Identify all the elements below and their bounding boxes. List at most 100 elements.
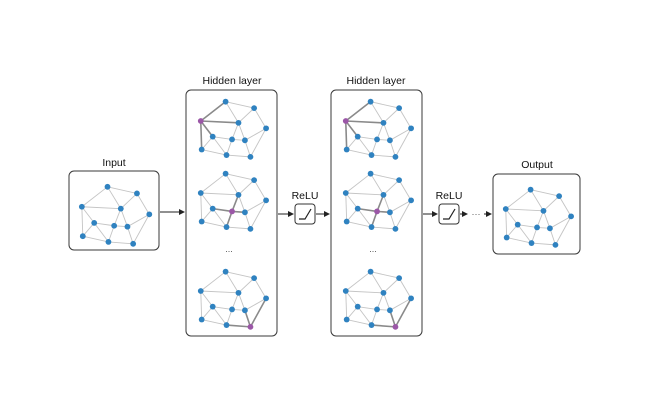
hidden-layer-1-graph-2 bbox=[197, 170, 269, 232]
graph-edge bbox=[225, 101, 255, 109]
graph-edge bbox=[200, 271, 226, 292]
graph-edge bbox=[357, 306, 372, 326]
graph-edge bbox=[201, 149, 227, 156]
graph-edge bbox=[383, 292, 391, 311]
graph-node bbox=[503, 234, 510, 241]
relu-1-label: ReLU bbox=[292, 190, 319, 202]
graph-edge bbox=[357, 306, 378, 310]
graph-node bbox=[222, 170, 229, 177]
graph-node bbox=[396, 275, 403, 282]
graph-node bbox=[392, 225, 399, 232]
graph-node bbox=[354, 205, 361, 212]
graph-node bbox=[380, 119, 387, 126]
graph-node bbox=[117, 205, 124, 212]
graph-edge bbox=[212, 136, 227, 156]
graph-edge bbox=[345, 271, 371, 292]
graph-edge bbox=[383, 277, 400, 294]
graph-edge bbox=[81, 206, 84, 237]
graph-edge bbox=[200, 290, 203, 320]
graph-node bbox=[534, 224, 540, 231]
graph-edge bbox=[505, 208, 519, 225]
highlighted-node bbox=[374, 208, 380, 215]
graph-node bbox=[354, 133, 361, 140]
graph-edge bbox=[231, 292, 239, 310]
graph-node bbox=[263, 125, 269, 132]
graph-node bbox=[342, 190, 349, 196]
graph-node bbox=[209, 133, 216, 140]
graph-node bbox=[342, 288, 349, 294]
graph-edge bbox=[376, 292, 384, 310]
graph-edge bbox=[113, 208, 122, 226]
graph-edge bbox=[345, 192, 384, 196]
graph-edge bbox=[506, 237, 532, 244]
graph-node bbox=[251, 105, 258, 112]
highlighted-edge bbox=[357, 207, 378, 213]
graph-node bbox=[197, 288, 204, 294]
graph-edge bbox=[530, 189, 560, 197]
graph-node bbox=[198, 218, 205, 225]
graph-edge bbox=[200, 290, 239, 294]
graph-edge bbox=[253, 277, 267, 299]
graph-edge bbox=[226, 154, 251, 158]
graph-node bbox=[368, 152, 375, 158]
graph-edge bbox=[120, 193, 138, 209]
graph-edge bbox=[346, 221, 372, 228]
graph-node bbox=[528, 240, 535, 246]
graph-node bbox=[223, 322, 230, 328]
graph-node bbox=[222, 98, 229, 105]
graph-edge bbox=[225, 271, 239, 294]
graph-edge bbox=[389, 212, 396, 230]
graph-node bbox=[251, 177, 258, 184]
graph-node bbox=[134, 190, 140, 197]
highlighted-edge bbox=[200, 101, 227, 122]
graph-edge bbox=[200, 290, 214, 307]
graph-edge bbox=[200, 192, 214, 209]
graph-node bbox=[408, 295, 414, 302]
graph-edge bbox=[200, 192, 203, 222]
graph-edge bbox=[543, 195, 560, 212]
graph-edge bbox=[244, 297, 267, 311]
graph-node bbox=[146, 211, 153, 218]
highlighted-edge bbox=[376, 194, 385, 212]
graph-edge bbox=[357, 136, 378, 140]
graph-edge bbox=[383, 179, 400, 196]
highlighted-edge bbox=[212, 207, 233, 213]
graph-node bbox=[367, 98, 374, 105]
graph-edge bbox=[253, 107, 267, 129]
graph-edge bbox=[82, 235, 109, 243]
graph-node bbox=[396, 105, 403, 112]
graph-edge bbox=[398, 179, 412, 201]
highlighted-edge bbox=[226, 324, 251, 328]
graph-node bbox=[374, 306, 380, 313]
graph-edge bbox=[93, 222, 109, 243]
graph-edge bbox=[212, 208, 227, 228]
graph-edge bbox=[238, 194, 246, 213]
relu-activation-icon bbox=[294, 203, 316, 225]
highlighted-node bbox=[197, 118, 204, 124]
graph-node bbox=[223, 152, 230, 158]
graph-edge bbox=[250, 128, 267, 158]
graph-node bbox=[223, 224, 230, 230]
highlighted-edge bbox=[371, 324, 396, 328]
graph-node bbox=[380, 289, 387, 296]
graph-edge bbox=[132, 214, 150, 245]
graph-edge bbox=[253, 179, 267, 201]
graph-node bbox=[105, 239, 112, 245]
graph-edge bbox=[543, 210, 551, 229]
graph-edge bbox=[225, 271, 255, 279]
graph-edge bbox=[225, 173, 239, 196]
graph-node bbox=[111, 222, 118, 229]
graph-edge bbox=[383, 122, 391, 141]
graph-edge bbox=[244, 140, 251, 158]
graph-edge bbox=[398, 277, 412, 299]
highlighted-edge bbox=[249, 297, 267, 328]
graph-edge bbox=[200, 173, 226, 194]
graph-node bbox=[540, 207, 547, 214]
graph-edge bbox=[107, 186, 122, 209]
graph-edge bbox=[398, 107, 412, 129]
graph-node bbox=[343, 146, 350, 153]
graph-edge bbox=[345, 192, 348, 222]
input-label: Input bbox=[102, 157, 125, 169]
graph-node bbox=[568, 213, 574, 220]
graph-edge bbox=[389, 199, 412, 213]
